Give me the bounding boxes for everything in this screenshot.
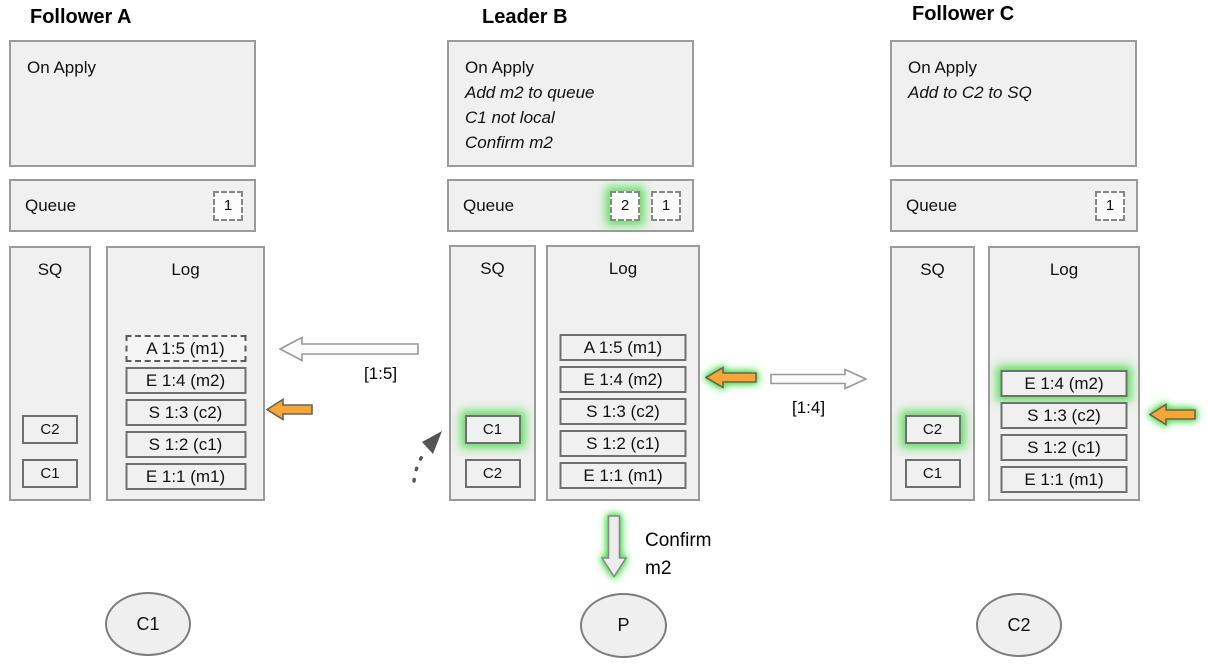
log-box-b: Log A 1:5 (m1) E 1:4 (m2) S 1:3 (c2) S 1… (546, 245, 700, 501)
replicate-right-arrow-icon (770, 368, 867, 390)
log-entry: E 1:1 (m1) (125, 463, 246, 490)
log-entries: E 1:4 (m2) S 1:3 (c2) S 1:2 (c1) E 1:1 (… (1000, 370, 1128, 493)
confirm-line1: Confirm (645, 530, 712, 551)
sq-item-highlighted: C2 (904, 415, 961, 444)
queue-items: 2 1 (610, 190, 681, 221)
apply-orange-arrow-a-icon (266, 398, 313, 421)
sq-items: C2 C1 (22, 415, 78, 488)
log-entry-highlighted: E 1:4 (m2) (1000, 370, 1128, 397)
queue-label: Queue (906, 195, 958, 215)
sq-label: SQ (37, 260, 63, 279)
queue-box-b: Queue 2 1 (447, 179, 694, 232)
queue-box-a: Queue 1 (9, 179, 256, 232)
actor-label: C1 (136, 613, 160, 634)
sq-box-b: SQ C1 C2 (449, 245, 536, 501)
node-title-leader-b: Leader B (482, 6, 568, 28)
confirm-line2: m2 (645, 558, 672, 579)
queue-items: 1 (213, 190, 243, 221)
actor-label: P (617, 615, 630, 635)
sq-items: C1 C2 (464, 415, 521, 488)
log-entry: S 1:2 (c1) (559, 430, 687, 457)
actor-c2: C2 (976, 593, 1062, 657)
on-apply-note: Add m2 to queue (465, 83, 595, 102)
log-entry: A 1:5 (m1) (559, 334, 687, 361)
log-entry: A 1:5 (m1) (125, 335, 246, 362)
apply-orange-arrow-b-icon (705, 366, 757, 389)
queue-label: Queue (25, 195, 77, 215)
node-title-follower-c: Follower C (912, 3, 1015, 25)
actor-p: P (580, 593, 667, 658)
sq-box-a: SQ C2 C1 (9, 246, 91, 501)
actor-label: C2 (1007, 614, 1031, 635)
dotted-pointer-arrow-icon (412, 431, 442, 483)
queue-item: 1 (1095, 190, 1125, 221)
confirm-down-arrow-icon (601, 515, 627, 578)
log-entries: A 1:5 (m1) E 1:4 (m2) S 1:3 (c2) S 1:2 (… (125, 335, 246, 490)
queue-items: 1 (1095, 190, 1125, 221)
log-entries: A 1:5 (m1) E 1:4 (m2) S 1:3 (c2) S 1:2 (… (559, 334, 687, 489)
log-box-a: Log A 1:5 (m1) E 1:4 (m2) S 1:3 (c2) S 1… (106, 246, 265, 501)
sq-label: SQ (480, 259, 505, 278)
on-apply-box-b: On Apply Add m2 to queue C1 not local Co… (447, 40, 694, 167)
log-entry: S 1:3 (c2) (125, 399, 246, 426)
log-entry: E 1:4 (m2) (125, 367, 246, 394)
on-apply-title: On Apply (465, 58, 534, 77)
sq-item: C1 (22, 459, 78, 488)
on-apply-note: Add to C2 to SQ (908, 83, 1032, 102)
sq-item: C2 (464, 459, 521, 488)
replicate-range-label-a: [1:5] (364, 364, 398, 383)
sq-item: C2 (22, 415, 78, 444)
queue-box-c: Queue 1 (890, 179, 1138, 232)
actor-c1: C1 (105, 592, 191, 656)
on-apply-box-c: On Apply Add to C2 to SQ (890, 40, 1137, 167)
log-entry: E 1:1 (m1) (1000, 466, 1128, 493)
apply-orange-arrow-c-icon (1149, 403, 1196, 426)
log-entry: E 1:1 (m1) (559, 462, 687, 489)
replicate-left-arrow-icon (279, 336, 419, 362)
sq-label: SQ (920, 260, 945, 279)
node-title-follower-a: Follower A (30, 6, 132, 28)
on-apply-title: On Apply (27, 58, 96, 77)
sq-item-highlighted: C1 (464, 415, 521, 444)
log-entry: S 1:3 (c2) (1000, 402, 1128, 429)
queue-item: 1 (651, 190, 681, 221)
log-entry: E 1:4 (m2) (559, 366, 687, 393)
log-entry: S 1:3 (c2) (559, 398, 687, 425)
log-label: Log (608, 259, 638, 278)
queue-item: 1 (213, 190, 243, 221)
log-entry: S 1:2 (c1) (1000, 434, 1128, 461)
sq-items: C2 C1 (904, 415, 961, 488)
on-apply-note: Confirm m2 (465, 133, 553, 152)
sq-item: C1 (904, 459, 961, 488)
queue-item-highlighted: 2 (610, 190, 640, 221)
confirm-m2-label: Confirm m2 (645, 527, 712, 583)
queue-label: Queue (463, 195, 515, 215)
sq-box-c: SQ C2 C1 (890, 246, 975, 501)
replicate-range-label-c: [1:4] (792, 398, 826, 417)
log-box-c: Log E 1:4 (m2) S 1:3 (c2) S 1:2 (c1) E 1… (988, 246, 1140, 501)
log-label: Log (1049, 260, 1079, 279)
on-apply-note: C1 not local (465, 108, 555, 127)
on-apply-box-a: On Apply (9, 40, 256, 167)
log-label: Log (171, 260, 200, 279)
on-apply-title: On Apply (908, 58, 977, 77)
log-entry: S 1:2 (c1) (125, 431, 246, 458)
